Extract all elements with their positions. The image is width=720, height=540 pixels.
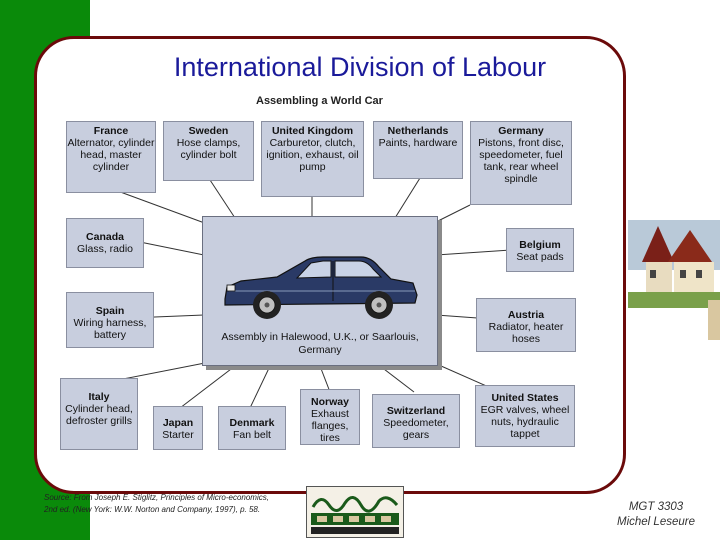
car-illustration <box>224 256 418 319</box>
supplier-box-denmark: Denmark Fan belt <box>218 406 286 450</box>
course-info: MGT 3303 Michel Leseure <box>604 500 708 530</box>
supplier-parts: Radiator, heater hoses <box>488 321 564 345</box>
slide-title: International Division of Labour <box>173 52 547 82</box>
supplier-box-spain: Spain Wiring harness, battery <box>66 292 154 348</box>
institution-logo <box>306 486 404 538</box>
supplier-box-japan: Japan Starter <box>153 406 203 450</box>
supplier-parts: Wiring harness, battery <box>73 317 147 341</box>
supplier-parts: Cylinder head, defroster grills <box>65 403 133 427</box>
supplier-country: Japan <box>162 417 194 429</box>
supplier-box-canada: Canada Glass, radio <box>66 218 144 268</box>
supplier-parts: Exhaust flanges, tires <box>311 408 349 444</box>
supplier-box-italy: Italy Cylinder head, defroster grills <box>60 378 138 450</box>
supplier-country: Netherlands <box>387 125 449 137</box>
supplier-box-sweden: Sweden Hose clamps, cylinder bolt <box>163 121 254 181</box>
supplier-country: Austria <box>507 309 545 321</box>
supplier-box-switzerland: Switzerland Speedometer, gears <box>372 394 460 448</box>
supplier-box-austria: Austria Radiator, heater hoses <box>476 298 576 352</box>
supplier-parts: Starter <box>162 429 194 441</box>
supplier-parts: Pistons, front disc, speedometer, fuel t… <box>478 137 564 185</box>
supplier-box-norway: Norway Exhaust flanges, tires <box>300 389 360 445</box>
supplier-parts: Carburetor, clutch, ignition, exhaust, o… <box>266 137 359 173</box>
supplier-box-belgium: Belgium Seat pads <box>506 228 574 272</box>
supplier-country: United Kingdom <box>271 125 354 137</box>
assembly-label: Assembly in Halewood, U.K., or Saarlouis… <box>221 331 419 356</box>
supplier-country: Canada <box>86 231 124 243</box>
supplier-country: Switzerland <box>386 405 446 417</box>
supplier-country: Spain <box>95 305 125 317</box>
supplier-parts: Seat pads <box>516 251 564 263</box>
supplier-country: Italy <box>88 391 110 403</box>
supplier-box-united-kingdom: United Kingdom Carburetor, clutch, ignit… <box>261 121 364 197</box>
assembly-box: Assembly in Halewood, U.K., or Saarlouis… <box>202 216 438 366</box>
supplier-country: Belgium <box>519 239 561 251</box>
supplier-parts: Glass, radio <box>76 243 134 255</box>
supplier-country: United States <box>491 392 559 404</box>
supplier-box-netherlands: Netherlands Paints, hardware <box>373 121 463 179</box>
supplier-parts: Fan belt <box>233 429 271 441</box>
source-citation: Source: From Joseph E. Stiglitz, Princip… <box>44 493 269 514</box>
supplier-box-germany: Germany Pistons, front disc, speedometer… <box>470 121 572 205</box>
supplier-parts: Speedometer, gears <box>383 417 449 441</box>
diagram-title: Assembling a World Car <box>256 95 383 107</box>
supplier-parts: Hose clamps, cylinder bolt <box>176 137 241 161</box>
supplier-country: Germany <box>498 125 544 137</box>
supplier-country: Norway <box>311 396 349 408</box>
supplier-parts: Alternator, cylinder head, master cylind… <box>67 137 155 173</box>
supplier-parts: EGR valves, wheel nuts, hydraulic tappet <box>480 404 570 440</box>
author-name: Michel Leseure <box>617 516 695 528</box>
supplier-parts: Paints, hardware <box>378 137 458 149</box>
course-code: MGT 3303 <box>628 501 684 513</box>
supplier-box-united-states: United States EGR valves, wheel nuts, hy… <box>475 385 575 447</box>
house-photo <box>628 200 720 350</box>
supplier-country: Sweden <box>188 125 229 137</box>
supplier-country: France <box>93 125 129 137</box>
supplier-country: Denmark <box>229 417 275 429</box>
supplier-box-france: France Alternator, cylinder head, master… <box>66 121 156 193</box>
